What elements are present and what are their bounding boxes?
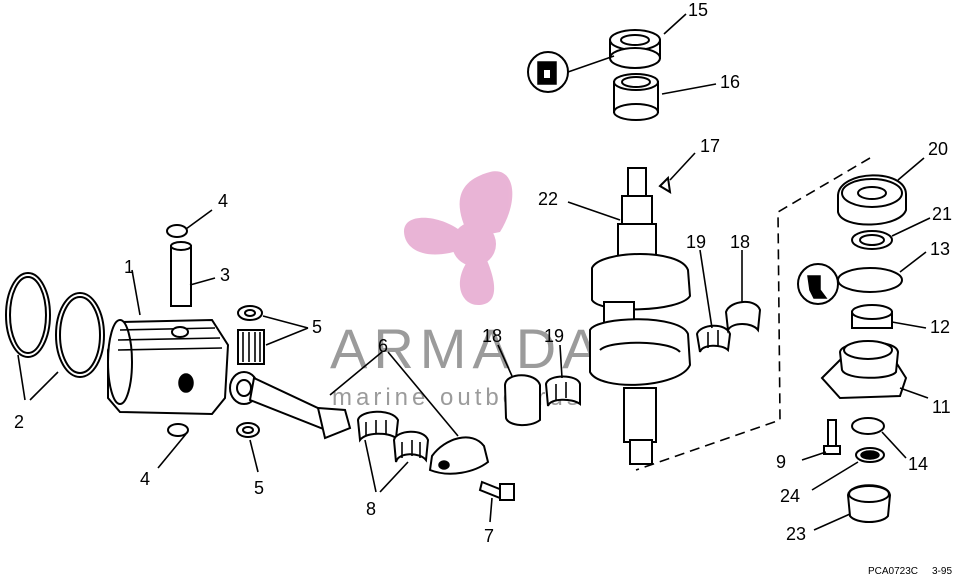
main-bearing-half-right	[724, 301, 762, 334]
main-bearing-cage-left	[544, 375, 581, 407]
callout-19-right: 19	[686, 232, 706, 252]
o-ring-large	[837, 267, 903, 293]
assembly-boundary	[635, 157, 871, 471]
seal-installer-icon	[527, 51, 569, 93]
brand-name: ARMADA	[330, 317, 606, 380]
needle-bearing-small	[237, 329, 265, 365]
o-ring-small	[851, 417, 885, 435]
seal-ring	[855, 447, 885, 463]
callout-13: 13	[930, 239, 950, 259]
leader-lines	[17, 13, 931, 531]
callout-20: 20	[928, 139, 948, 159]
callout-3: 3	[220, 265, 230, 285]
callout-23: 23	[786, 524, 806, 544]
piston-pin	[170, 241, 192, 307]
propeller-icon	[403, 171, 513, 305]
callout-5-bottom: 5	[254, 478, 264, 498]
piston-ring-inner	[55, 292, 105, 378]
connecting-rod	[229, 371, 352, 440]
callout-12: 12	[930, 317, 950, 337]
rod-bolt	[478, 480, 515, 501]
callout-5-top: 5	[312, 317, 322, 337]
callout-7: 7	[484, 526, 494, 546]
lower-seal	[851, 304, 893, 329]
upper-seal	[609, 29, 661, 69]
callout-4-bottom: 4	[140, 469, 150, 489]
pin-retainer-bottom	[167, 423, 189, 437]
callout-labels: 1 2 3 4 4 5 5 6 7 8 9 11 12 13 14 15 16 …	[14, 0, 952, 546]
drawing-reference: PCA0723C 3-95	[868, 566, 952, 577]
callout-18-right: 18	[730, 232, 750, 252]
callout-18-left: 18	[482, 326, 502, 346]
callout-9: 9	[776, 452, 786, 472]
callout-21: 21	[932, 204, 952, 224]
drawing-date: 3-95	[932, 566, 952, 577]
brand-tagline: marine outboards	[332, 384, 583, 411]
callout-11: 11	[932, 397, 951, 417]
piston	[107, 318, 230, 416]
callout-14: 14	[908, 454, 928, 474]
callout-1: 1	[124, 257, 134, 277]
piston-ring-outer	[5, 272, 51, 358]
callout-15: 15	[688, 0, 708, 20]
callout-24: 24	[780, 486, 800, 506]
connecting-rod-cap	[428, 436, 490, 475]
upper-bearing	[613, 73, 659, 121]
woodruff-key	[658, 175, 672, 194]
callout-4-top: 4	[218, 191, 228, 211]
callout-17: 17	[700, 136, 720, 156]
drawing-code: PCA0723C	[868, 566, 918, 577]
bearing-half-b	[392, 430, 430, 463]
armada-watermark: ARMADA marine outboards	[330, 171, 606, 411]
washer-top	[237, 305, 263, 321]
grease-gun-icon	[797, 263, 839, 305]
end-cap	[846, 484, 892, 523]
callout-19-left: 19	[544, 326, 564, 346]
callout-22: 22	[538, 189, 558, 209]
callout-8: 8	[366, 499, 376, 519]
bearing-half-a	[356, 410, 400, 443]
lower-ball-bearing	[837, 174, 907, 226]
bearing-housing	[820, 340, 908, 400]
main-bearing-cage-right	[695, 324, 732, 353]
pin-retainer-top	[166, 224, 188, 238]
washer-bottom	[236, 422, 260, 438]
callout-2: 2	[14, 412, 24, 432]
callout-6: 6	[378, 336, 388, 356]
retaining-ring	[851, 230, 893, 250]
crankshaft	[589, 167, 692, 465]
callout-16: 16	[720, 72, 740, 92]
housing-screw	[823, 419, 841, 455]
main-bearing-half-left	[503, 374, 541, 426]
